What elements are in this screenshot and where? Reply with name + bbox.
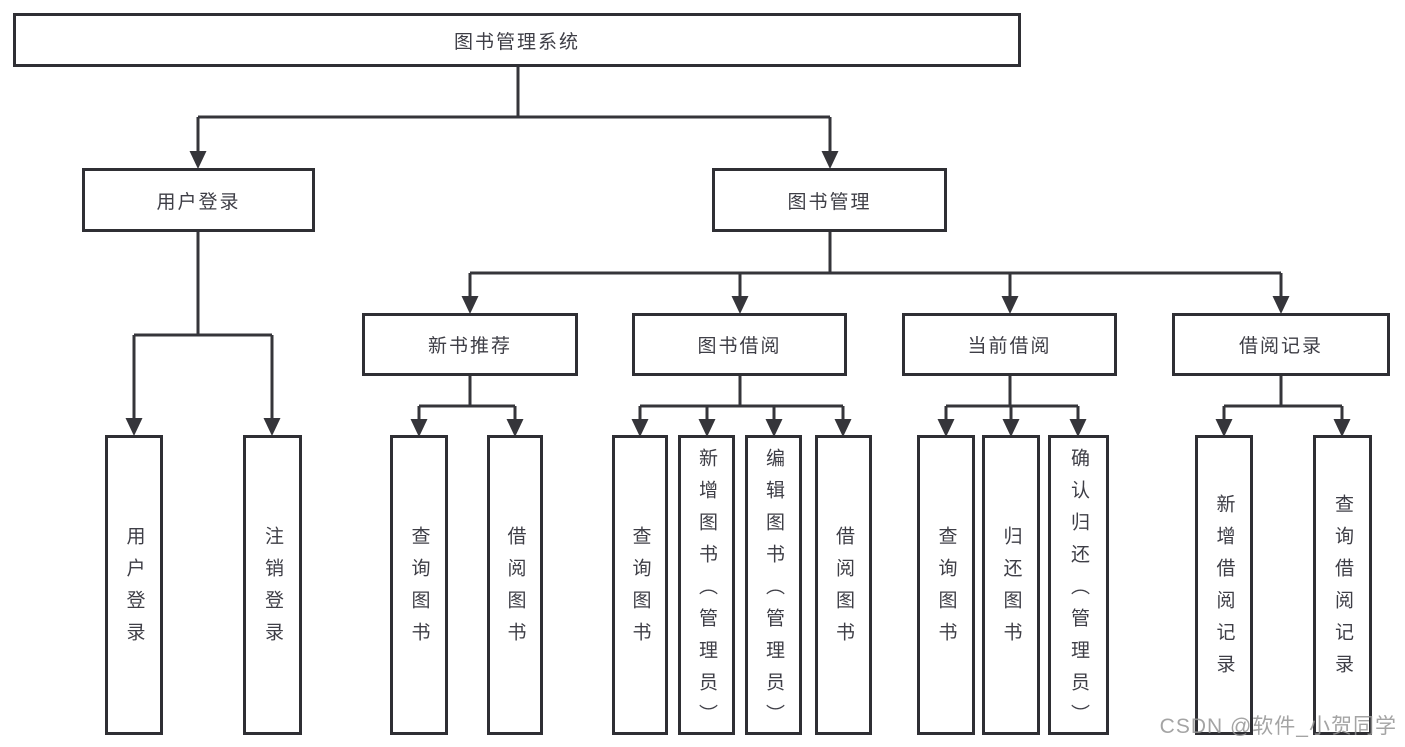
arrowhead-icon: [765, 419, 783, 437]
leaf-cb-return-books: 归还图书: [982, 435, 1040, 735]
node-book-management: 图书管理: [712, 168, 947, 232]
leaf-cb-confirm-return-admin: 确认归还（管理员）: [1048, 435, 1109, 736]
arrowhead-icon: [1002, 419, 1020, 437]
arrowhead-icon: [731, 296, 749, 314]
leaf-cb-query-books: 查询图书: [917, 435, 975, 735]
arrowhead-icon: [461, 296, 479, 314]
arrowhead-icon: [410, 419, 428, 437]
arrowhead-icon: [125, 418, 143, 436]
arrowheads: [125, 151, 1351, 437]
leaf-bb-add-books-admin: 新增图书（管理员）: [678, 435, 735, 736]
arrowhead-icon: [506, 419, 524, 437]
leaf-br-add-record: 新增借阅记录: [1195, 435, 1253, 735]
arrowhead-icon: [821, 151, 839, 169]
node-current-borrow: 当前借阅: [902, 313, 1117, 376]
leaf-bb-query-books: 查询图书: [612, 435, 668, 735]
arrowhead-icon: [631, 419, 649, 437]
node-user-login: 用户登录: [82, 168, 315, 232]
arrowhead-icon: [1333, 419, 1351, 437]
arrowhead-icon: [1215, 419, 1233, 437]
arrowhead-icon: [698, 419, 716, 437]
arrowhead-icon: [189, 151, 207, 169]
arrowhead-icon: [834, 419, 852, 437]
arrowhead-icon: [1069, 419, 1087, 437]
node-borrow-records: 借阅记录: [1172, 313, 1390, 376]
node-root: 图书管理系统: [13, 13, 1021, 67]
arrowhead-icon: [1272, 296, 1290, 314]
leaf-logout: 注销登录: [243, 435, 302, 735]
leaf-nb-borrow-books: 借阅图书: [487, 435, 543, 735]
leaf-nb-query-books: 查询图书: [390, 435, 448, 735]
arrowhead-icon: [263, 418, 281, 436]
arrowhead-icon: [1001, 296, 1019, 314]
leaf-bb-borrow-books: 借阅图书: [815, 435, 872, 735]
csdn-watermark: CSDN @软件_小贺同学: [1159, 715, 1397, 738]
node-book-borrow: 图书借阅: [632, 313, 847, 376]
arrowhead-icon: [937, 419, 955, 437]
node-new-book-recommend: 新书推荐: [362, 313, 578, 376]
leaf-user-login: 用户登录: [105, 435, 163, 735]
leaf-bb-edit-books-admin: 编辑图书（管理员）: [745, 435, 802, 736]
leaf-br-query-record: 查询借阅记录: [1313, 435, 1372, 735]
